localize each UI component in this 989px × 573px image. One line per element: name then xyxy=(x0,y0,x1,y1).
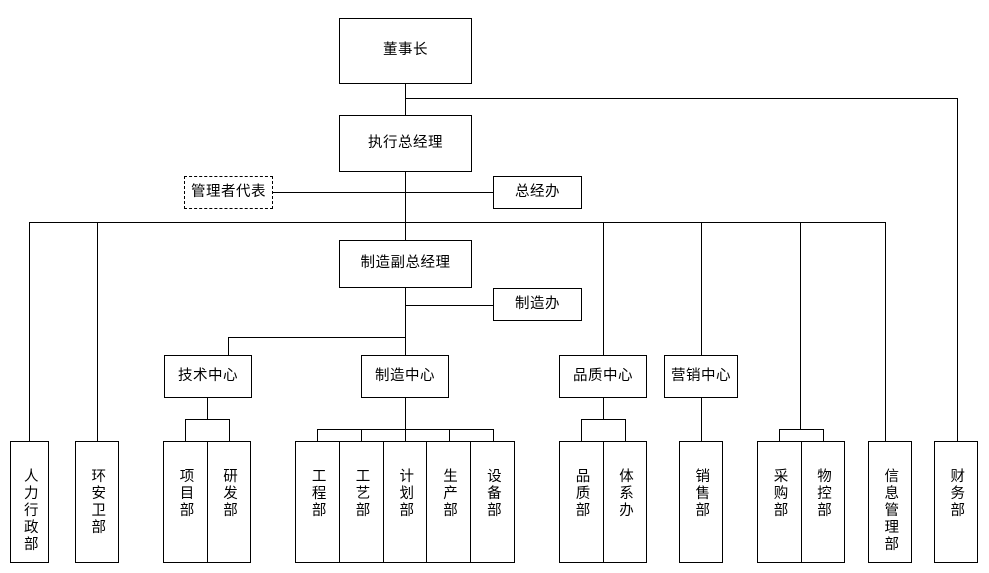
node-equipment-department-label: 设备部 xyxy=(484,468,501,519)
connector-techcenter-stem xyxy=(207,398,208,419)
node-manufacturing-vice-general-manager-label: 制造副总经理 xyxy=(360,255,451,272)
node-hr-admin-department[interactable]: 人力行政部 xyxy=(10,441,49,563)
node-system-office[interactable]: 体系办 xyxy=(604,442,647,562)
node-project-department-label: 项目部 xyxy=(177,468,194,519)
connector-drop-production xyxy=(449,429,450,441)
connector-bus-drop-quality-center xyxy=(603,222,604,355)
connector-qualitycenter-stem xyxy=(603,398,604,419)
connector-mfgvgm-down xyxy=(405,288,406,357)
node-sales-department-label: 销售部 xyxy=(693,468,710,519)
node-management-representative-label: 管理者代表 xyxy=(191,183,266,200)
node-rnd-department-label: 研发部 xyxy=(221,468,237,519)
connector-drop-project xyxy=(185,419,186,441)
connector-bus-drop-purchasing xyxy=(800,222,801,429)
node-material-control-department[interactable]: 物控部 xyxy=(802,442,845,562)
node-process-department[interactable]: 工艺部 xyxy=(340,442,384,562)
node-marketing-center[interactable]: 营销中心 xyxy=(664,355,738,398)
connector-drop-quality-dept xyxy=(581,419,582,441)
node-information-management-department-label: 信息管理部 xyxy=(882,468,899,553)
node-rnd-department[interactable]: 研发部 xyxy=(208,442,251,562)
node-ehs-department-label: 环安卫部 xyxy=(89,468,106,536)
node-ehs-department[interactable]: 环安卫部 xyxy=(75,441,119,563)
node-quality-department-label: 品质部 xyxy=(573,468,590,519)
connector-bus-drop-hr xyxy=(29,222,30,441)
node-hr-admin-department-label: 人力行政部 xyxy=(21,468,38,553)
node-executive-general-manager-label: 执行总经理 xyxy=(368,134,443,151)
node-marketing-center-label: 营销中心 xyxy=(671,367,731,384)
node-general-manager-office-label: 总经办 xyxy=(515,183,560,200)
node-equipment-department[interactable]: 设备部 xyxy=(471,442,514,562)
connector-main-bus xyxy=(29,222,886,223)
connector-execgm-down xyxy=(405,172,406,240)
node-general-manager-office[interactable]: 总经办 xyxy=(493,176,582,209)
node-production-department-label: 生产部 xyxy=(441,468,458,519)
node-system-office-label: 体系办 xyxy=(617,468,633,519)
node-chairman[interactable]: 董事长 xyxy=(339,18,472,84)
node-quality-center[interactable]: 品质中心 xyxy=(559,355,647,398)
connector-bus-drop-marketing-center xyxy=(701,222,702,355)
connector-mfgvgm-to-mfgoffice xyxy=(405,305,494,306)
node-technology-center-label: 技术中心 xyxy=(178,367,238,384)
connector-purchasing-bar xyxy=(779,429,823,430)
connector-drop-material-control xyxy=(823,429,824,441)
node-planning-department[interactable]: 计划部 xyxy=(384,442,428,562)
node-engineering-department[interactable]: 工程部 xyxy=(296,442,340,562)
node-sales-department[interactable]: 销售部 xyxy=(679,441,723,563)
connector-bus-drop-ehs xyxy=(97,222,98,441)
node-executive-general-manager[interactable]: 执行总经理 xyxy=(339,115,472,172)
connector-drop-system-office xyxy=(625,419,626,441)
connector-center-distribution-bar xyxy=(228,337,406,338)
connector-qualitycenter-bar xyxy=(581,419,626,420)
group-manufacturing-center-departments: 工程部 工艺部 计划部 生产部 设备部 xyxy=(295,441,515,563)
connector-finance-trunk xyxy=(957,98,958,441)
group-quality-center-departments: 品质部 体系办 xyxy=(559,441,647,563)
group-technology-center-departments: 项目部 研发部 xyxy=(163,441,251,563)
connector-techcenter-bar xyxy=(185,419,230,420)
connector-bus-drop-info xyxy=(885,222,886,441)
connector-drop-equipment xyxy=(493,429,494,441)
node-purchasing-department-label: 采购部 xyxy=(771,468,788,519)
connector-drop-purchasing xyxy=(779,429,780,441)
node-process-department-label: 工艺部 xyxy=(353,468,370,519)
node-purchasing-department[interactable]: 采购部 xyxy=(758,442,802,562)
connector-chairman-to-execgm xyxy=(405,98,406,115)
node-project-department[interactable]: 项目部 xyxy=(164,442,208,562)
node-finance-department-label: 财务部 xyxy=(948,468,965,519)
node-manufacturing-center-label: 制造中心 xyxy=(375,367,435,384)
node-manufacturing-office[interactable]: 制造办 xyxy=(493,288,582,321)
connector-drop-tech-center xyxy=(228,337,229,355)
connector-drop-process xyxy=(361,429,362,441)
node-planning-department-label: 计划部 xyxy=(397,468,414,519)
node-manufacturing-office-label: 制造办 xyxy=(515,295,560,312)
connector-chairman-right-branch xyxy=(405,98,958,99)
node-technology-center[interactable]: 技术中心 xyxy=(164,355,252,398)
node-quality-center-label: 品质中心 xyxy=(573,367,633,384)
node-finance-department[interactable]: 财务部 xyxy=(934,441,978,563)
connector-execgm-staff-bar xyxy=(272,192,493,193)
node-production-department[interactable]: 生产部 xyxy=(427,442,472,562)
node-manufacturing-center[interactable]: 制造中心 xyxy=(361,355,449,398)
connector-chairman-stem xyxy=(405,84,406,99)
node-engineering-department-label: 工程部 xyxy=(309,468,326,519)
connector-mfgcenter-stem xyxy=(405,398,406,429)
node-manufacturing-vice-general-manager[interactable]: 制造副总经理 xyxy=(339,240,472,288)
connector-drop-engineering xyxy=(317,429,318,441)
node-management-representative[interactable]: 管理者代表 xyxy=(184,176,273,209)
connector-drop-rnd xyxy=(229,419,230,441)
node-chairman-label: 董事长 xyxy=(383,42,428,59)
node-quality-department[interactable]: 品质部 xyxy=(560,442,604,562)
connector-drop-planning xyxy=(405,429,406,441)
group-supply-chain-departments: 采购部 物控部 xyxy=(757,441,845,563)
node-information-management-department[interactable]: 信息管理部 xyxy=(868,441,912,563)
connector-marketingcenter-stem xyxy=(701,398,702,441)
node-material-control-department-label: 物控部 xyxy=(815,468,831,519)
